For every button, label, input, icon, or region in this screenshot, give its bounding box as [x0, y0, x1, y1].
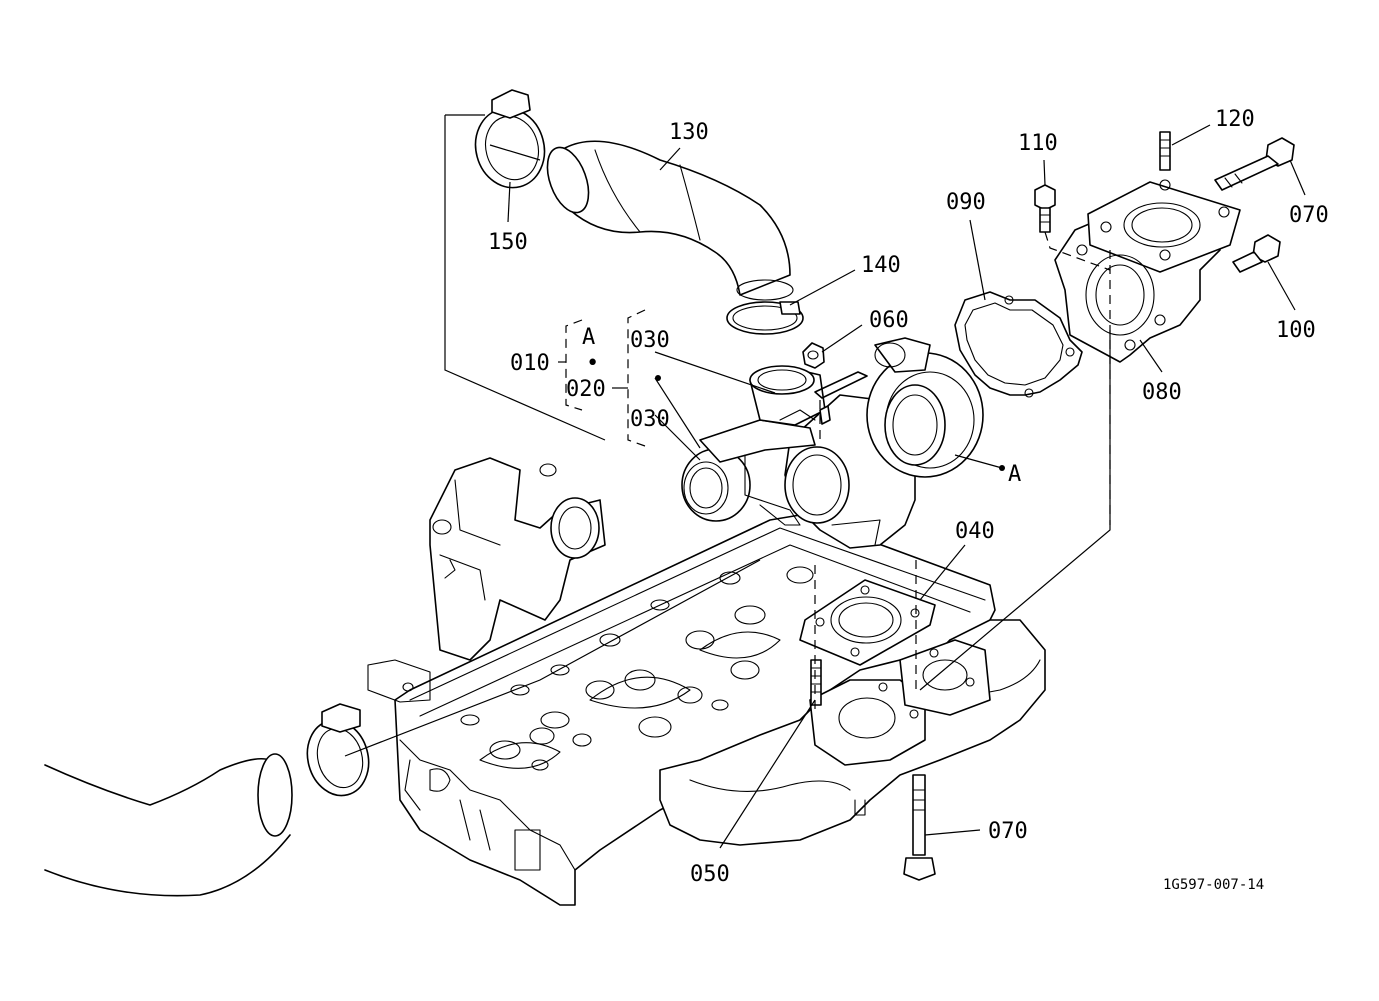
callout-070-lower: 070 — [988, 819, 1028, 844]
clamp-150 — [474, 89, 546, 189]
callout-020: 020 — [566, 377, 606, 402]
group-marker-a: A — [582, 325, 595, 350]
callout-100: 100 — [1276, 318, 1316, 343]
callout-a: A — [1008, 462, 1021, 487]
bolt-100 — [1232, 234, 1281, 273]
head-ports — [460, 566, 814, 771]
drawing-reference-number: 1G597-007-14 — [1163, 877, 1264, 893]
lower-hose — [44, 753, 293, 897]
intake-manifold — [367, 457, 606, 703]
exhaust-elbow-080 — [1054, 179, 1241, 363]
group-dot: • — [586, 351, 599, 376]
clamp-140 — [726, 301, 804, 335]
stud-050 — [810, 659, 822, 706]
callout-050: 050 — [690, 862, 730, 887]
hose-130 — [546, 140, 794, 301]
bolt-110 — [1034, 184, 1056, 233]
callout-090: 090 — [946, 190, 986, 215]
marker-dot-a — [999, 465, 1005, 471]
callout-120: 120 — [1215, 107, 1255, 132]
bolt-070-lower — [903, 774, 936, 881]
callout-060: 060 — [869, 308, 909, 333]
leader-lines — [344, 114, 1306, 849]
callout-080: 080 — [1142, 380, 1182, 405]
bolt-070-upper — [1214, 137, 1295, 191]
callout-110: 110 — [1018, 131, 1058, 156]
callout-150: 150 — [488, 230, 528, 255]
callout-030-lower: 030 — [630, 407, 670, 432]
callout-030-upper: 030 — [630, 328, 670, 353]
nut-060 — [802, 342, 825, 369]
callout-labels: 130 150 140 060 010 A • 020 030 030 A 04… — [488, 107, 1329, 893]
callout-070-upper: 070 — [1289, 203, 1329, 228]
exhaust-manifold — [659, 619, 1046, 846]
callout-140: 140 — [861, 253, 901, 278]
callout-040: 040 — [955, 519, 995, 544]
callout-130: 130 — [669, 120, 709, 145]
turbo-gasket-040 — [799, 579, 936, 666]
callout-010: 010 — [510, 351, 550, 376]
marker-dot-020 — [655, 375, 661, 381]
gasket-090 — [954, 291, 1083, 398]
stud-120 — [1159, 131, 1171, 171]
lower-clamp — [306, 703, 370, 797]
turbocharger — [681, 337, 984, 549]
